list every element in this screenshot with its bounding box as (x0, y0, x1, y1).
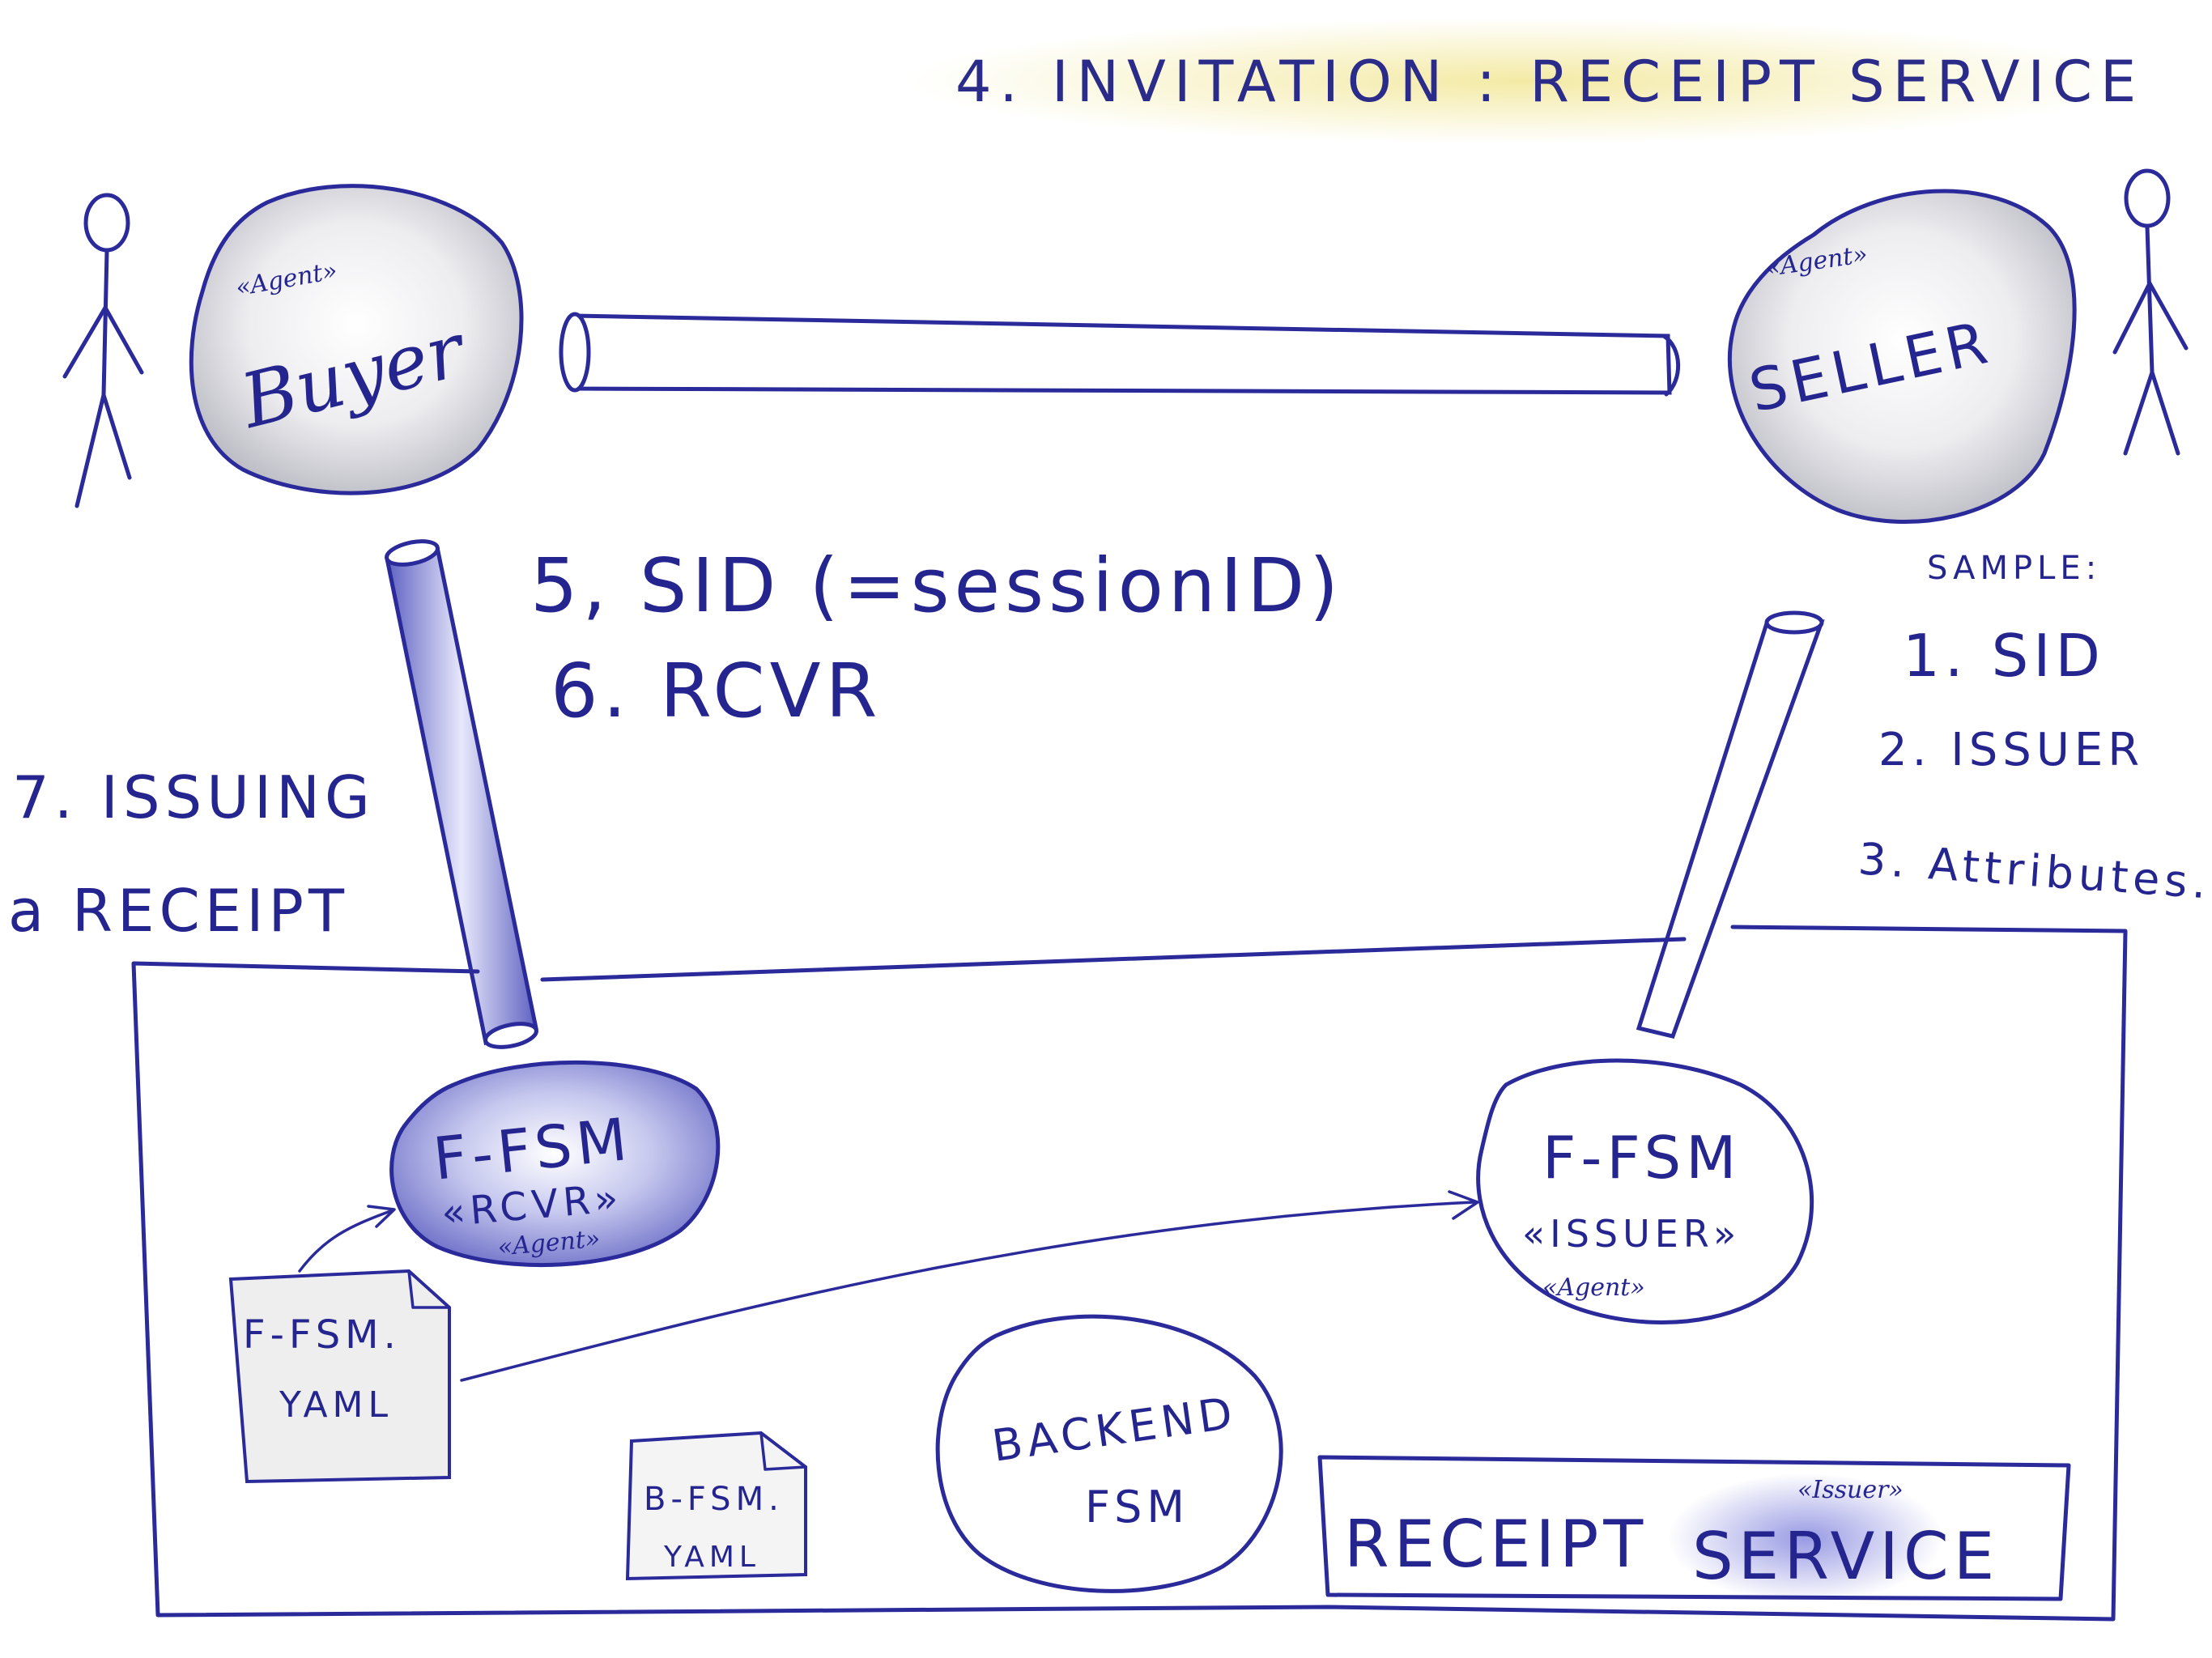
sample-list: SAMPLE: 1. SID 2. ISSUER 3. Attributes..… (1857, 550, 2212, 912)
issuer-fsm-shape (1476, 1058, 1814, 1324)
seller-agent-shape (1727, 189, 2077, 525)
issuer-fsm-role: «ISSUER» (1522, 1212, 1741, 1256)
service-highlight (1668, 1473, 1943, 1603)
backend-line2: FSM (1085, 1482, 1189, 1533)
sample-heading: SAMPLE: (1927, 550, 2101, 587)
issuer-fsm-node[interactable]: F-FSM «ISSUER» «Agent» (1476, 1058, 1814, 1324)
rcvr-fsm-node[interactable]: F-FSM «RCVR» «Agent» (389, 1060, 721, 1268)
buyer-agent-shape (189, 184, 524, 495)
f-file-line2: YAML (279, 1384, 393, 1426)
rcvr-fsm-shape (389, 1060, 721, 1268)
buyer-agent-node[interactable]: «Agent» Buyer (189, 184, 524, 495)
seller-issuer-channel (1636, 610, 1825, 1039)
issuer-fsm-stereotype: «Agent» (1542, 1273, 1645, 1302)
b-file-line1: B-FSM. (644, 1481, 784, 1518)
backend-fsm-shape (935, 1314, 1283, 1593)
buyer-rcvr-channel (385, 539, 538, 1049)
note-step5: 5, SID (=sessionID) (530, 542, 1343, 629)
sample-item-3: 3. Attributes... (1857, 833, 2212, 912)
file-to-rcvr-arrow (298, 1209, 394, 1273)
note-step6: 6. RCVR (551, 648, 882, 734)
file-to-issuer-arrow (460, 1201, 1475, 1382)
buyer-person-icon (62, 193, 144, 508)
f-file-line1: F-FSM. (243, 1312, 401, 1358)
left-notes: 7. ISSUING a RECEIPT (8, 763, 375, 945)
arrows (298, 1190, 1479, 1382)
issuer-fsm-name: F-FSM (1542, 1124, 1741, 1192)
sample-item-1: 1. SID (1903, 622, 2105, 690)
service-label-word2: SERVICE (1692, 1519, 1999, 1594)
buyer-seller-channel (559, 312, 1681, 397)
f-fsm-yaml-file[interactable]: F-FSM. YAML (228, 1269, 451, 1484)
file-icon (625, 1431, 807, 1581)
b-file-line2: YAML (663, 1541, 760, 1574)
file-icon (228, 1269, 451, 1484)
page-title: 4. INVITATION : RECEIPT SERVICE (955, 49, 2144, 115)
backend-fsm-node[interactable]: BACKEND FSM (935, 1314, 1283, 1593)
seller-agent-node[interactable]: «Agent» SELLER (1727, 189, 2077, 525)
note-step7-line2: a RECEIPT (8, 877, 349, 945)
title-group: 4. INVITATION : RECEIPT SERVICE (907, 18, 2144, 144)
note-step7-line1: 7. ISSUING (12, 763, 375, 831)
b-fsm-yaml-file[interactable]: B-FSM. YAML (625, 1431, 807, 1581)
receipt-service-boundary (131, 925, 2128, 1622)
sample-item-2: 2. ISSUER (1878, 724, 2144, 776)
seller-person-icon (2112, 168, 2189, 456)
title-highlight (907, 18, 2138, 144)
receipt-service-label-box: RECEIPT SERVICE «Issuer» (1317, 1455, 2071, 1603)
service-stereotype: «Issuer» (1797, 1476, 1904, 1504)
middle-notes: 5, SID (=sessionID) 6. RCVR (530, 542, 1343, 734)
service-label-word1: RECEIPT (1344, 1507, 1648, 1582)
